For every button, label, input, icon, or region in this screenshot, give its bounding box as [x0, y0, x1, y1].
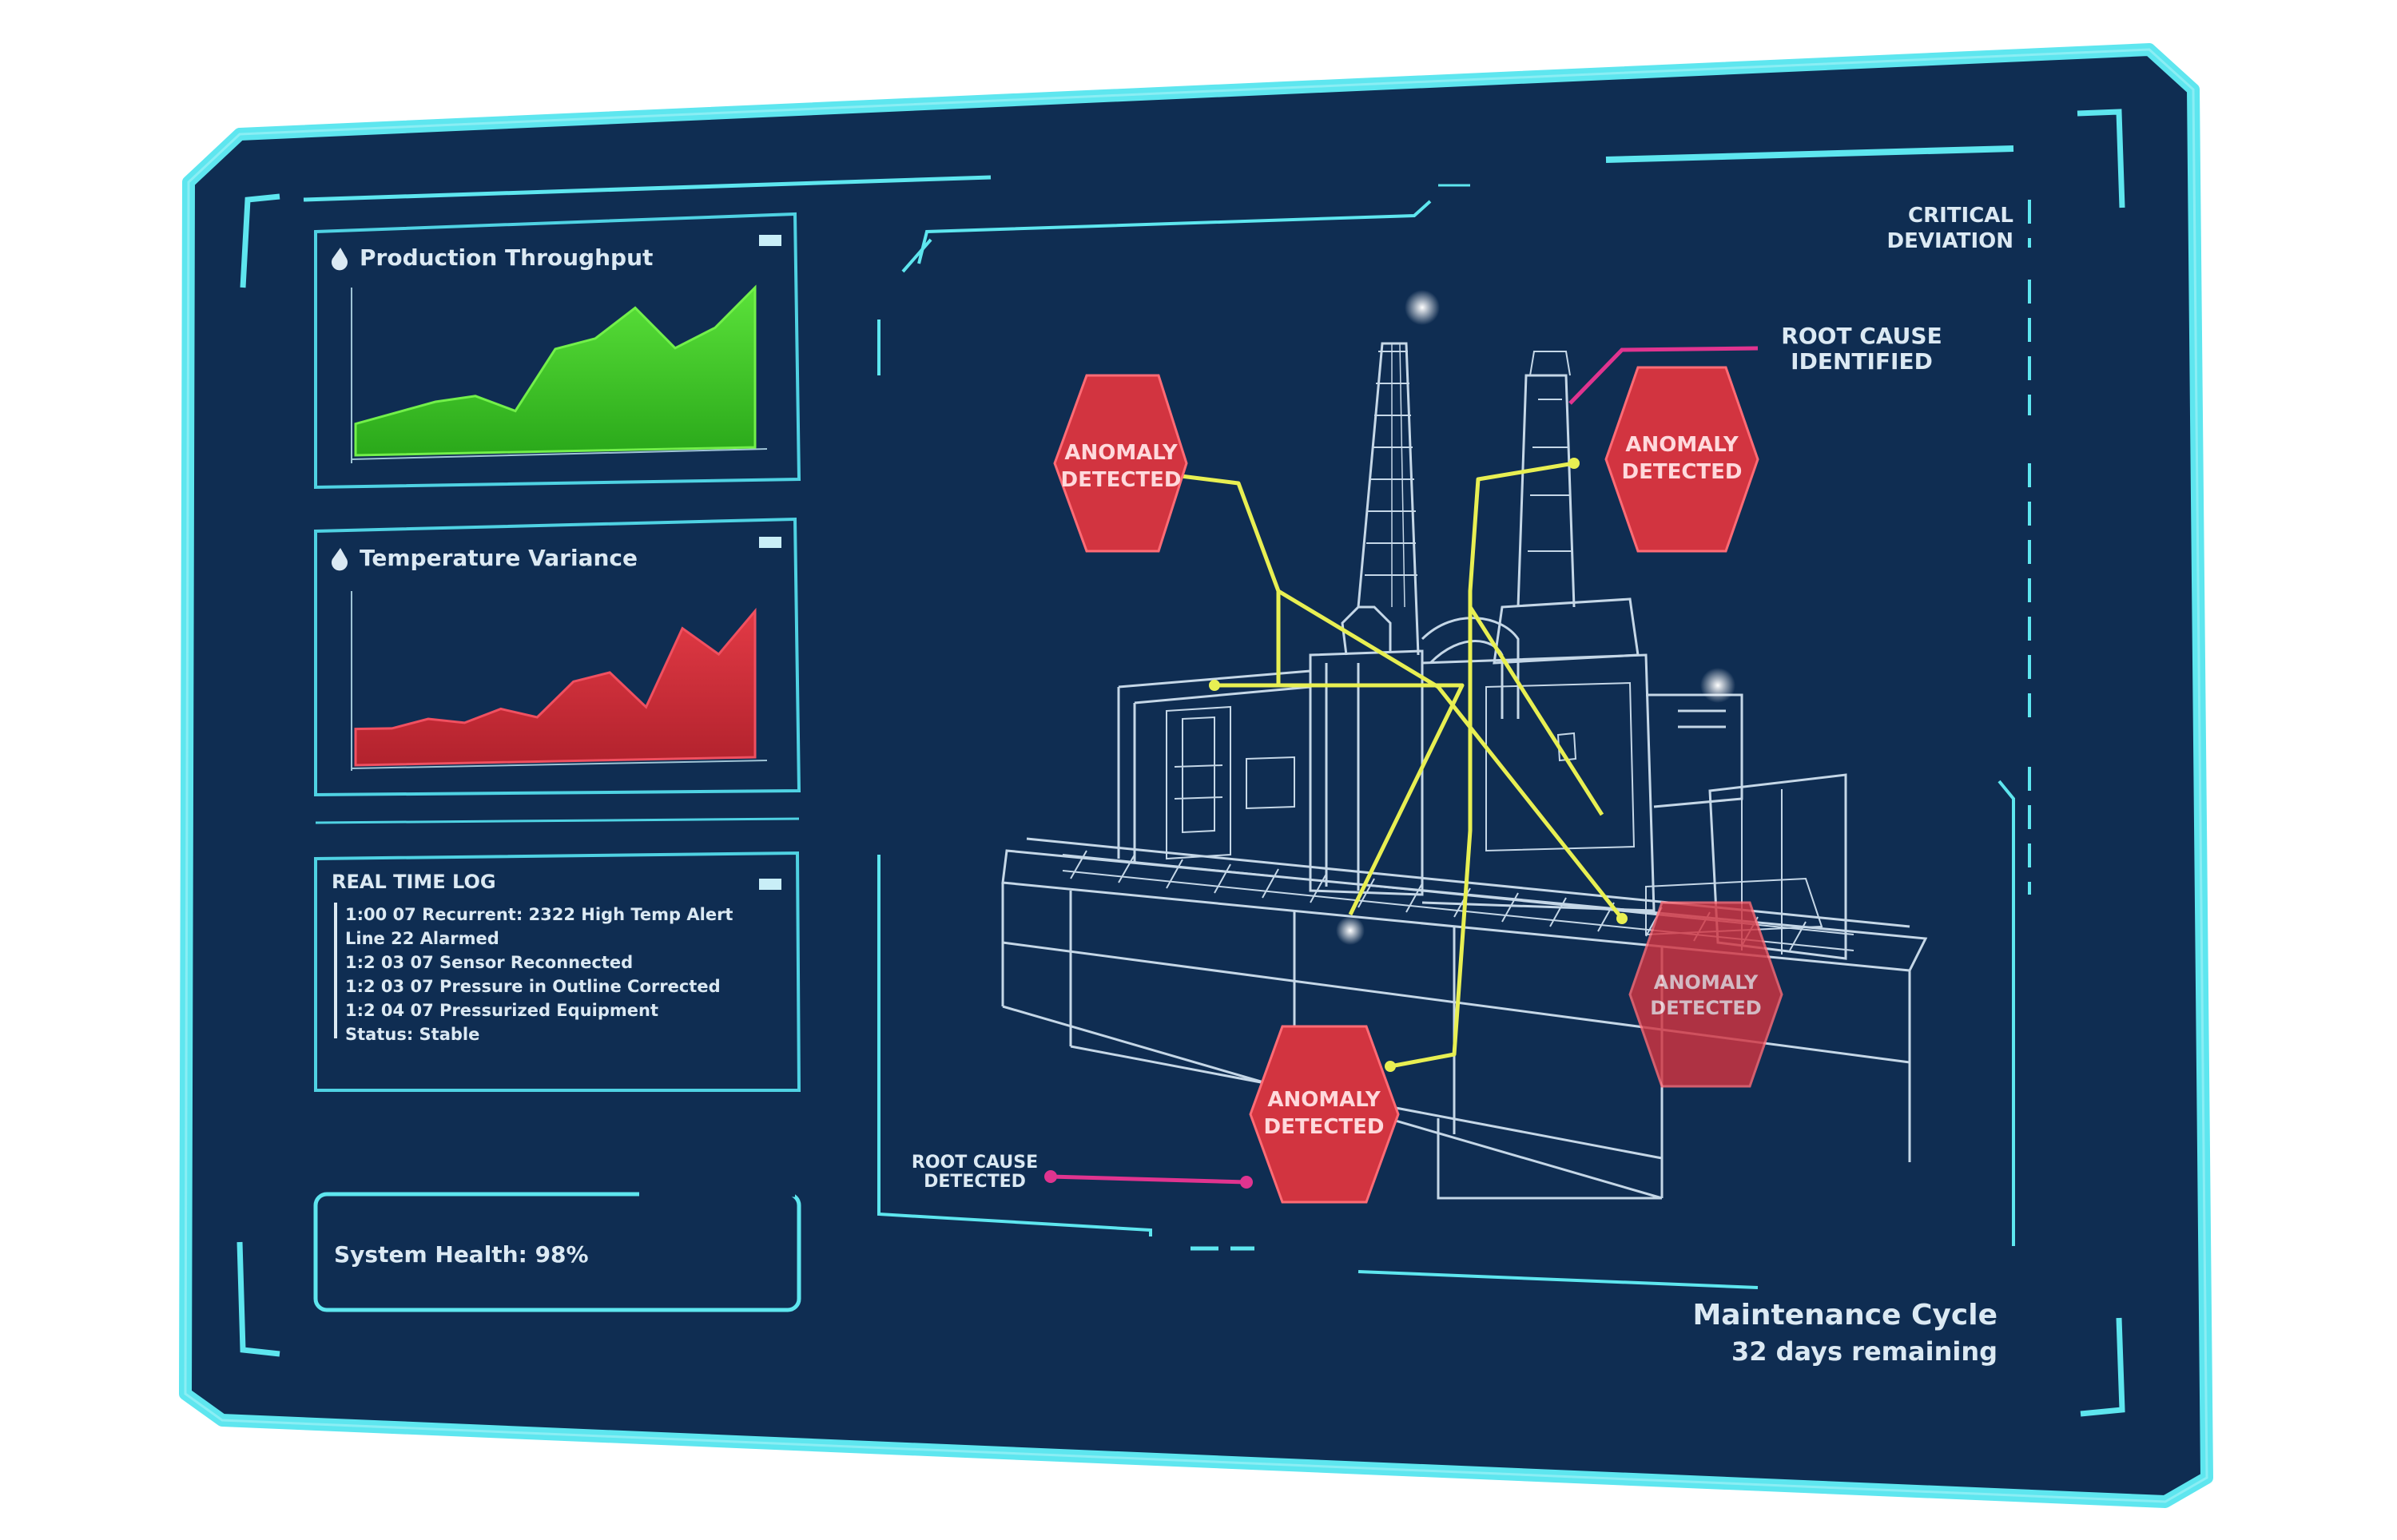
log-line: Status: Stable — [345, 1025, 479, 1044]
throughput-area-series — [354, 284, 757, 457]
root-cause-pointers — [1050, 346, 1759, 1185]
log-line: 1:2 04 07 Pressurized Equipment — [345, 1001, 658, 1020]
throughput-card: Production Throughput — [314, 212, 801, 490]
event-log-menu-icon[interactable] — [759, 879, 781, 890]
pointer-node — [1044, 1170, 1057, 1183]
connector-wires — [1174, 461, 1624, 1069]
pointer-node — [1240, 1176, 1253, 1189]
log-line: 1:2 03 07 Sensor Reconnected — [345, 953, 633, 972]
system-health-label: System Health: 98% — [334, 1241, 589, 1268]
temperature-menu-icon[interactable] — [759, 537, 781, 548]
log-line: 1:2 03 07 Pressure in Outline Corrected — [345, 977, 721, 996]
throughput-menu-icon[interactable] — [759, 235, 781, 246]
droplet-icon — [332, 248, 348, 271]
temperature-area-series — [354, 607, 757, 767]
sparkle-glows — [1336, 290, 1735, 945]
droplet-icon — [332, 548, 348, 571]
log-line: Line 22 Alarmed — [345, 929, 499, 948]
machine-wireframe — [1001, 342, 1928, 1200]
frame-decorations — [237, 109, 2125, 1417]
event-log-card: REAL TIME LOG 1:00 07 Recurrent: 2322 Hi… — [314, 851, 801, 1092]
event-log-title: REAL TIME LOG — [332, 871, 496, 893]
system-health-card[interactable]: System Health: 98% — [313, 1191, 801, 1312]
throughput-title: Production Throughput — [360, 244, 653, 271]
log-line: 1:00 07 Recurrent: 2322 High Temp Alert — [345, 905, 733, 924]
maintenance-days-remaining: 32 days remaining — [1731, 1336, 1998, 1367]
temperature-card: Temperature Variance — [314, 517, 801, 797]
temperature-title: Temperature Variance — [360, 545, 638, 571]
maintenance-cycle-title: Maintenance Cycle — [1692, 1299, 1998, 1332]
